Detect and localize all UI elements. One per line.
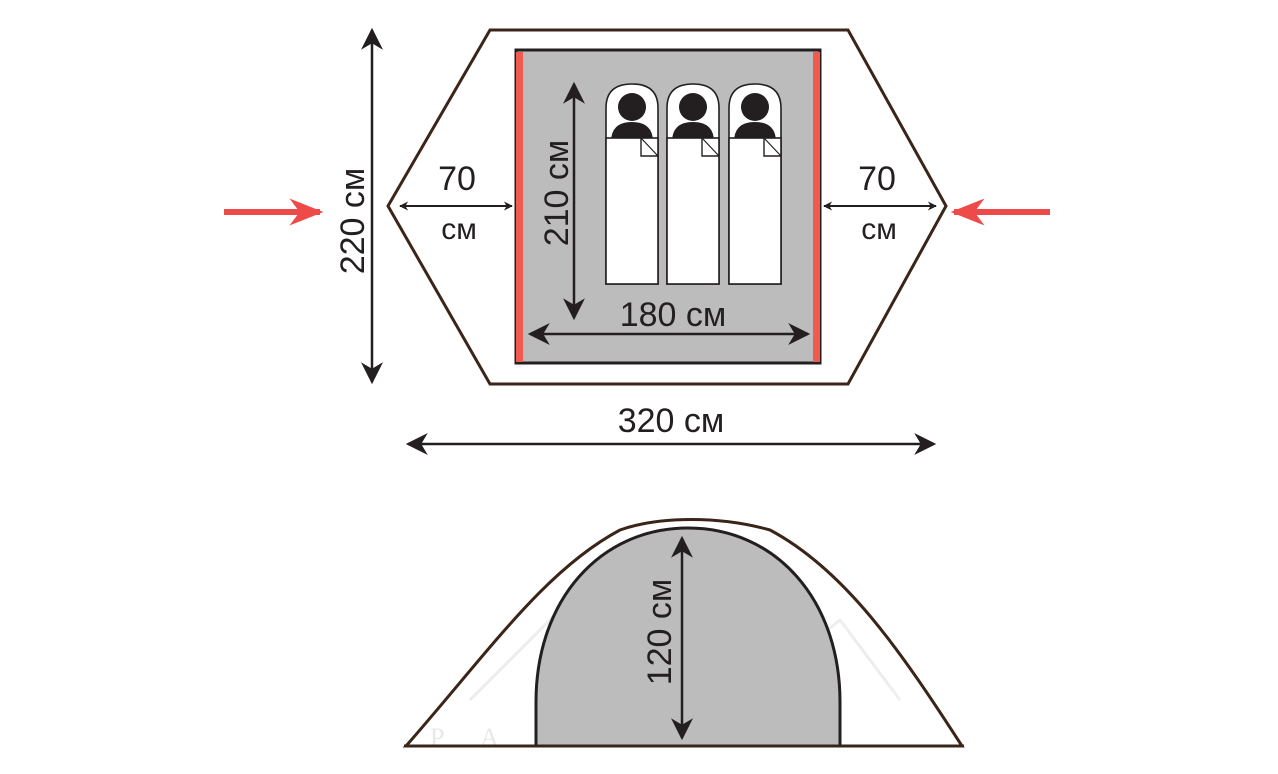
person-head xyxy=(679,93,707,121)
sleeping-bag xyxy=(666,83,720,285)
left-door xyxy=(516,52,523,362)
total-depth-label: 220 см xyxy=(334,168,372,275)
left-vestibule-value: 70 xyxy=(438,160,476,198)
person-head xyxy=(618,93,646,121)
top-view: 210 см 180 см 70 см 70 см 220 см 320 см xyxy=(224,27,1050,455)
person-head xyxy=(741,93,769,121)
left-vestibule-unit: см xyxy=(441,213,477,246)
total-width-label: 320 см xyxy=(618,402,725,440)
person-shoulders xyxy=(611,122,653,142)
right-vestibule-value: 70 xyxy=(858,160,896,198)
inner-length-label: 210 см xyxy=(538,140,576,247)
inner-width-label: 180 см xyxy=(620,296,727,334)
sleeping-bag xyxy=(605,83,659,285)
person-shoulders xyxy=(734,122,776,142)
side-view: PALATKA 120 см xyxy=(402,518,965,752)
right-door xyxy=(813,52,820,362)
height-label: 120 см xyxy=(641,579,679,686)
sleeping-bag xyxy=(728,83,782,285)
right-vestibule-unit: см xyxy=(861,213,897,246)
person-shoulders xyxy=(672,122,714,142)
